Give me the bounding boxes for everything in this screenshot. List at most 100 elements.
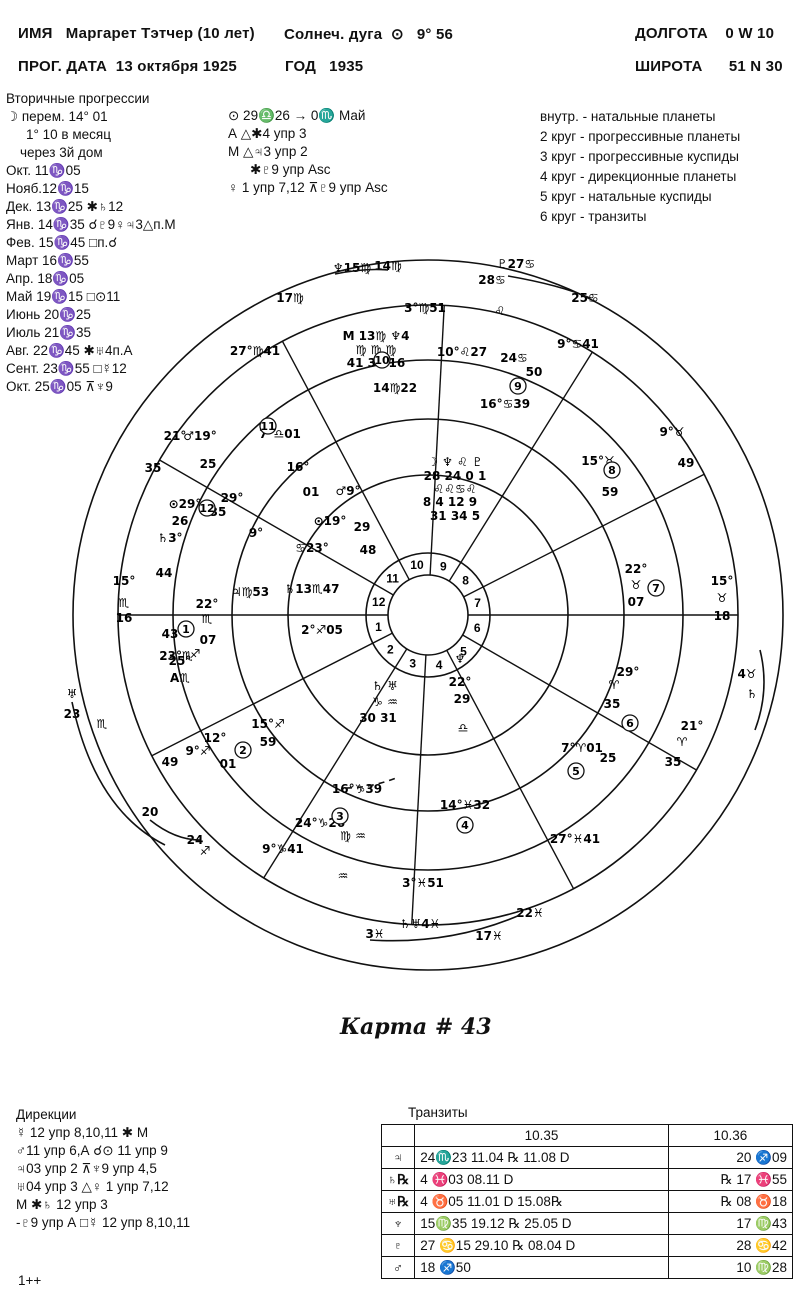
planet-symbol: ♅℞ [380, 1190, 416, 1213]
transit-cell: 27 ♋15 29.10 ℞ 08.04 D [414, 1234, 669, 1257]
progression-line: Нояб.12♑15 [6, 181, 89, 196]
house-number: 3 [409, 657, 416, 671]
wheel-label: 3°♓51 [402, 876, 444, 890]
wheel-label: 35 [665, 755, 682, 769]
legend-line: 2 круг - прогрессивные планеты [540, 129, 741, 144]
wheel-label: 15° [711, 574, 734, 588]
wheel-label: 43 [162, 627, 179, 641]
aspects-block: ⊙ 29♎26 → 0♏ Май А △✱4 упр 3 М △♃3 упр 2… [228, 107, 388, 197]
circled-house-marker [259, 417, 277, 435]
motion-arc [149, 819, 201, 841]
wheel-label: 16° [287, 460, 310, 474]
wheel-label: 07 [628, 595, 645, 609]
progression-line: Март 16♑55 [6, 253, 89, 268]
wheel-label: ♏ [202, 612, 213, 626]
wheel-label: 25° [169, 654, 192, 668]
wheel-label: 18 [714, 609, 731, 623]
wheel-label: 49 [162, 755, 179, 769]
circled-house-number: 6 [626, 717, 634, 730]
wheel-label: 25 [600, 751, 617, 765]
circled-house-number: 8 [608, 464, 616, 477]
legend-line: внутр. - натальные планеты [540, 109, 716, 124]
wheel-label: 15°♐ [251, 717, 284, 731]
house-number: 6 [474, 621, 481, 635]
wheel-label: ♅ [67, 687, 78, 701]
table-row: ♅℞ 4 ♉05 11.01 D 15.08℞ ℞ 08 ♉18 [380, 1190, 793, 1213]
progression-line: 1° 10 в месяц [26, 127, 111, 142]
wheel-label: 49 [678, 456, 695, 470]
wheel-label: 29 [354, 520, 371, 534]
direction-line: -♇9 упр А □☿ 12 упр 8,10,11 [16, 1215, 191, 1230]
wheel-label: 9°♐ [185, 744, 210, 758]
circled-house-number: 1 [182, 623, 190, 636]
transits-corner [380, 1124, 416, 1147]
house-number: 4 [436, 658, 443, 672]
transit-cell: 4 ♓03 08.11 D [414, 1168, 669, 1191]
legend-line: 4 круг - дирекционные планеты [540, 169, 737, 184]
year-label: ГОД [285, 58, 317, 75]
circled-house-marker [177, 620, 195, 638]
wheel-label: 2°♐05 [301, 623, 343, 637]
legend-line: 6 круг - транзиты [540, 209, 647, 224]
aspect-line: ✱♇9 упр Asc [250, 162, 331, 177]
progression-line: Окт. 11♑05 [6, 163, 81, 178]
wheel-label: M 13♍ ♆4 [343, 329, 410, 343]
wheel-label: ♏ [97, 717, 108, 731]
circled-house-number: 12 [199, 502, 214, 515]
circled-house-number: 5 [572, 765, 580, 778]
wheel-label: ♂19° [183, 429, 216, 443]
house-number: 2 [387, 642, 394, 656]
transits-table: 10.35 10.36 ♃ 24♏23 11.04 ℞ 11.08 D 20 ♐… [380, 1124, 793, 1279]
wheel-label: 16°♑39 [332, 782, 382, 796]
house-number: 8 [462, 574, 469, 588]
wheel-label: 24♋ [500, 351, 527, 365]
legend-line: 5 круг - натальные куспиды [540, 189, 712, 204]
aspect-line: А △✱4 упр 3 [228, 126, 307, 141]
wheel-label: 15° [113, 574, 136, 588]
house-cusp-line [446, 649, 575, 890]
year-value: 1935 [329, 58, 364, 75]
wheel-label: ♉ [717, 591, 728, 605]
house-cusp-line [159, 459, 394, 596]
circled-house-number: 4 [461, 819, 469, 832]
wheel-label: 22° [196, 597, 219, 611]
directions-block: Дирекции ☿ 12 упр 8,10,11 ✱ М ♂11 упр 6,… [16, 1106, 190, 1232]
house-cusp-line [411, 654, 427, 925]
wheel-label: A♏ [170, 671, 190, 685]
house-cusp-line [462, 634, 697, 771]
transit-cell: 10 ♍28 [667, 1256, 793, 1279]
wheel-label: 29 [454, 692, 471, 706]
wheel-label: 35 [145, 461, 162, 475]
circled-house-marker [373, 351, 391, 369]
motion-arc [754, 649, 765, 731]
progression-line: Янв. 14♑35 ☌♇9♀♃3△п.М [6, 217, 176, 232]
wheel-label: 07 [200, 633, 217, 647]
transits-header-row: 10.35 10.36 [380, 1124, 793, 1147]
prog-date-value: 13 октября 1925 [115, 58, 237, 75]
house-number: 10 [410, 558, 424, 572]
house-cusp-line [463, 473, 705, 598]
circled-house-marker [647, 579, 665, 597]
wheel-label: 29° [221, 491, 244, 505]
wheel-label: ⊙19° [314, 514, 347, 528]
wheel-label: 31 34 5 [430, 509, 480, 523]
house-cusp-line [429, 305, 445, 576]
planet-symbol: ♄℞ [380, 1168, 416, 1191]
directions-title: Дирекции [16, 1107, 77, 1122]
wheel-label: 20 [142, 805, 159, 819]
wheel-label: 27°♍41 [230, 344, 280, 358]
wheel-label: 9°♉ [659, 425, 684, 439]
progression-line: Сент. 23♑55 □☿12 [6, 361, 127, 376]
circled-house-number: 3 [336, 810, 344, 823]
table-row: ♄℞ 4 ♓03 08.11 D ℞ 17 ♓55 [380, 1168, 793, 1191]
solar-arc-label: Солнеч. дуга [284, 26, 383, 43]
house-number: 7 [474, 596, 481, 610]
wheel-label: ♇27♋ [497, 257, 535, 271]
wheel-label: 17♍ [276, 291, 303, 305]
wheel-label: ♏ [119, 596, 130, 610]
progression-line: Май 19♑15 □⊙11 [6, 289, 121, 304]
transit-cell: 18 ♐50 [414, 1256, 669, 1279]
progressions-block: Вторичные прогрессии ☽ перем. 14° 01 1° … [6, 90, 176, 396]
direction-line: ☿ 12 упр 8,10,11 ✱ М [16, 1125, 149, 1140]
wheel-label: ♄ ♅ [372, 679, 398, 693]
